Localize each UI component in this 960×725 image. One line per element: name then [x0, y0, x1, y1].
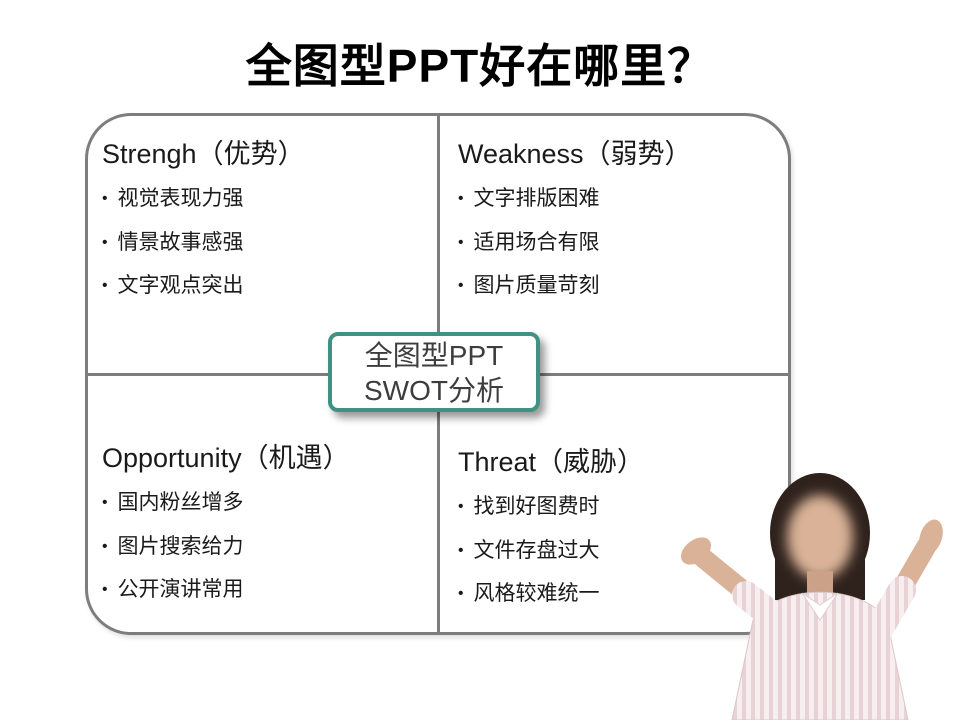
quadrant-threat-heading: Threat（威胁）	[458, 447, 645, 477]
center-label-line2: SWOT分析	[364, 375, 504, 406]
center-label-box: 全图型PPT SWOT分析	[328, 332, 540, 412]
presenter-right-sleeve	[862, 576, 916, 649]
list-item: 风格较难统一	[458, 581, 778, 606]
list-item: 国内粉丝增多	[102, 490, 428, 515]
list-item: 视觉表现力强	[102, 186, 428, 211]
presenter-right-arm	[865, 537, 936, 645]
presenter-neck	[807, 571, 833, 597]
quadrant-threat-list: 找到好图费时 文件存盘过大 风格较难统一	[458, 494, 778, 606]
list-item: 文字排版困难	[458, 186, 778, 211]
quadrant-opportunity-list: 国内粉丝增多 图片搜索给力 公开演讲常用	[102, 490, 428, 602]
presenter-collar	[801, 592, 839, 621]
quadrant-strength-heading: Strengh（优势）	[102, 139, 305, 169]
list-item: 图片搜索给力	[102, 534, 428, 559]
quadrant-threat: Threat（威胁） 找到好图费时 文件存盘过大 风格较难统一	[438, 374, 788, 632]
quadrant-weakness-heading: Weakness（弱势）	[458, 139, 692, 169]
slide-title: 全图型PPT好在哪里？	[245, 40, 715, 92]
quadrant-strength: Strengh（优势） 视觉表现力强 情景故事感强 文字观点突出	[88, 116, 438, 374]
list-item: 适用场合有限	[458, 230, 778, 255]
presenter-right-hand	[919, 519, 943, 555]
list-item: 文件存盘过大	[458, 538, 778, 563]
quadrant-opportunity: Opportunity（机遇） 国内粉丝增多 图片搜索给力 公开演讲常用	[88, 374, 438, 632]
presenter-face-blurred	[787, 495, 853, 579]
swot-grid: Strengh（优势） 视觉表现力强 情景故事感强 文字观点突出 Weaknes…	[85, 113, 791, 635]
quadrant-strength-list: 视觉表现力强 情景故事感强 文字观点突出	[102, 186, 428, 298]
quadrant-weakness: Weakness（弱势） 文字排版困难 适用场合有限 图片质量苛刻	[438, 116, 788, 374]
list-item: 找到好图费时	[458, 494, 778, 519]
list-item: 情景故事感强	[102, 230, 428, 255]
quadrant-weakness-list: 文字排版困难 适用场合有限 图片质量苛刻	[458, 186, 778, 298]
list-item: 文字观点突出	[102, 273, 428, 298]
quadrant-opportunity-heading: Opportunity（机遇）	[102, 443, 350, 473]
list-item: 图片质量苛刻	[458, 273, 778, 298]
center-label-line1: 全图型PPT	[364, 340, 504, 371]
list-item: 公开演讲常用	[102, 577, 428, 602]
